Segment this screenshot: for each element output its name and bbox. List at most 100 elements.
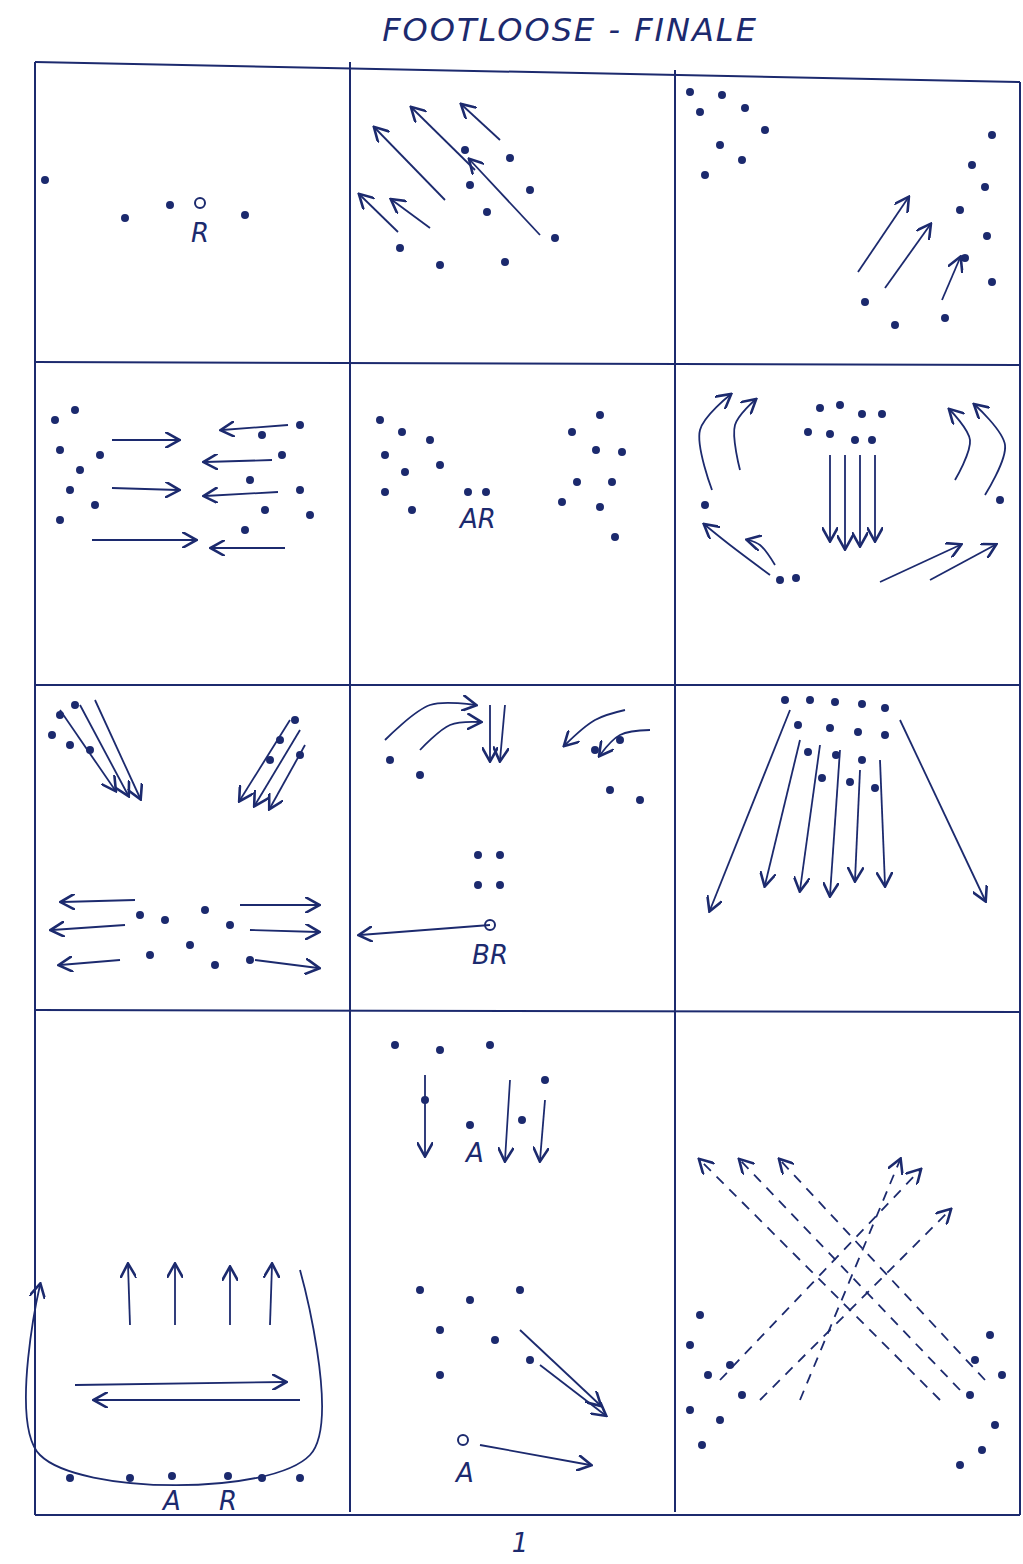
dancer-dot xyxy=(597,412,603,418)
dancer-dot xyxy=(989,132,995,138)
dancer-dot xyxy=(417,1287,423,1293)
dancer-dot xyxy=(242,212,248,218)
dancer-dot xyxy=(467,182,473,188)
dancer-dot xyxy=(519,1117,525,1123)
movement-arrow xyxy=(942,258,960,300)
movement-arrow xyxy=(375,128,445,200)
dancer-dot xyxy=(967,1392,973,1398)
dancer-dot xyxy=(279,452,285,458)
movement-arrow xyxy=(705,525,770,575)
dancer-dot xyxy=(782,697,788,703)
movement-arrow xyxy=(60,960,120,965)
dancer-dot xyxy=(475,852,481,858)
grid-line xyxy=(34,62,36,1515)
dancer-dot xyxy=(57,447,63,453)
dancer-dot xyxy=(592,747,598,753)
dancer-dot xyxy=(297,422,303,428)
movement-arrow xyxy=(885,225,930,288)
movement-arrow xyxy=(60,710,115,790)
dancer-dot xyxy=(122,215,128,221)
grid-line xyxy=(35,1010,1020,1012)
dancer-dot xyxy=(167,202,173,208)
movement-arrows xyxy=(26,105,1005,1485)
movement-arrow xyxy=(859,455,861,545)
dancer-dot xyxy=(195,198,205,208)
dancer-dot xyxy=(465,489,471,495)
dancer-dot xyxy=(225,1473,231,1479)
dancer-dot xyxy=(97,452,103,458)
dancer-dot xyxy=(552,235,558,241)
dancer-dot xyxy=(837,402,843,408)
dancer-dot xyxy=(297,1475,303,1481)
dancer-dot xyxy=(997,497,1003,503)
dancer-dot xyxy=(892,322,898,328)
dancer-dot xyxy=(527,187,533,193)
dancer-dot xyxy=(458,1435,468,1445)
movement-arrow xyxy=(950,410,970,480)
dancer-dot xyxy=(437,1372,443,1378)
movement-arrow xyxy=(900,720,985,900)
dancer-dot xyxy=(879,411,885,417)
dancer-dot xyxy=(817,405,823,411)
dancer-label: A xyxy=(163,1488,181,1514)
movement-arrow xyxy=(480,1445,590,1465)
dancer-dot xyxy=(377,417,383,423)
dancer-dot xyxy=(297,487,303,493)
dancer-dot xyxy=(484,209,490,215)
movement-arrow xyxy=(710,710,790,910)
dancer-label: BR xyxy=(472,942,508,968)
dancer-label: R xyxy=(191,220,209,246)
dancer-dot xyxy=(67,487,73,493)
dancer-dot xyxy=(855,729,861,735)
dancer-dot xyxy=(705,1372,711,1378)
dancer-dot xyxy=(827,431,833,437)
dancer-dot xyxy=(187,942,193,948)
dancer-dot xyxy=(847,779,853,785)
movement-arrow xyxy=(520,1330,600,1405)
dancer-dot xyxy=(832,699,838,705)
movement-arrow xyxy=(880,545,960,582)
dancer-dot xyxy=(127,1475,133,1481)
dancer-dot xyxy=(475,882,481,888)
movement-arrow xyxy=(222,425,288,430)
dancer-dot xyxy=(527,1357,533,1363)
dancer-dot xyxy=(542,1077,548,1083)
dancer-dot xyxy=(979,1447,985,1453)
dancer-dot xyxy=(227,922,233,928)
dancer-dot xyxy=(212,962,218,968)
dancer-dot xyxy=(402,469,408,475)
dancer-dot xyxy=(467,1122,473,1128)
dancer-dot xyxy=(77,467,83,473)
movement-arrow xyxy=(174,1265,176,1325)
dancer-dot xyxy=(462,147,468,153)
dancer-dot xyxy=(989,279,995,285)
dancer-dot xyxy=(242,527,248,533)
movement-arrow xyxy=(858,198,908,272)
dancer-dot xyxy=(487,1042,493,1048)
movement-arrow xyxy=(800,1160,900,1400)
dancer-dot xyxy=(687,89,693,95)
movement-arrow xyxy=(720,1170,920,1380)
movement-arrow xyxy=(800,745,820,890)
dancer-dot xyxy=(597,504,603,510)
dancer-dot xyxy=(699,1442,705,1448)
grid-line xyxy=(35,62,1020,82)
dancer-dot xyxy=(559,499,565,505)
movement-arrow xyxy=(205,492,278,496)
dancer-dot xyxy=(72,702,78,708)
dancer-dot xyxy=(492,1337,498,1343)
dancer-dot xyxy=(202,907,208,913)
grid-line xyxy=(35,1514,1020,1516)
dancer-dot xyxy=(727,1362,733,1368)
dancer-dot xyxy=(397,245,403,251)
movement-arrow xyxy=(385,703,475,740)
movement-arrow xyxy=(112,439,178,441)
dancer-dot xyxy=(869,437,875,443)
dancer-dot xyxy=(719,92,725,98)
dancer-label: AR xyxy=(460,506,496,532)
movement-arrow xyxy=(255,960,318,968)
dancer-dot xyxy=(859,701,865,707)
dancer-dot xyxy=(882,705,888,711)
movement-arrow xyxy=(975,405,1005,495)
movement-arrow xyxy=(505,1080,510,1160)
